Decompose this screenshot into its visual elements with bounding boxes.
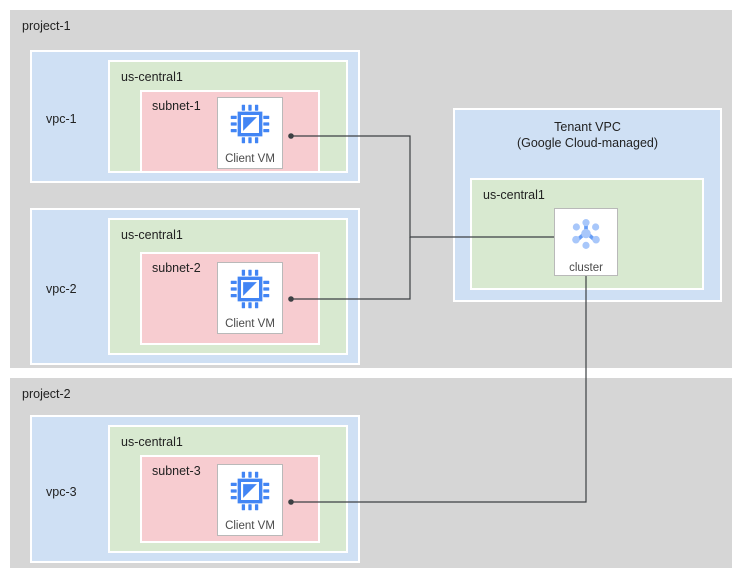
cluster-label: cluster bbox=[569, 262, 603, 274]
project-1-label: project-1 bbox=[22, 19, 71, 33]
project-2-label: project-2 bbox=[22, 387, 71, 401]
client-vm-1-label: Client VM bbox=[225, 153, 275, 165]
vm-chip-icon bbox=[228, 469, 272, 518]
tenant-vpc-title: Tenant VPC (Google Cloud-managed) bbox=[455, 119, 720, 151]
subnet-2-label: subnet-2 bbox=[152, 261, 201, 275]
client-vm-2-node[interactable]: Client VM bbox=[217, 262, 283, 334]
vpc-1-region-label: us-central1 bbox=[121, 70, 183, 84]
cluster-nodes-icon bbox=[565, 213, 607, 260]
subnet-3-label: subnet-3 bbox=[152, 464, 201, 478]
vpc-3-label: vpc-3 bbox=[46, 485, 77, 499]
vpc-3-region-label: us-central1 bbox=[121, 435, 183, 449]
tenant-vpc-title-line1: Tenant VPC bbox=[554, 120, 621, 134]
vpc-1-label: vpc-1 bbox=[46, 112, 77, 126]
vm-chip-icon bbox=[228, 267, 272, 316]
vpc-2-label: vpc-2 bbox=[46, 282, 77, 296]
subnet-1-label: subnet-1 bbox=[152, 99, 201, 113]
client-vm-1-node[interactable]: Client VM bbox=[217, 97, 283, 169]
cluster-node[interactable]: cluster bbox=[554, 208, 618, 276]
client-vm-2-label: Client VM bbox=[225, 318, 275, 330]
tenant-vpc-title-line2: (Google Cloud-managed) bbox=[516, 136, 659, 150]
client-vm-3-label: Client VM bbox=[225, 520, 275, 532]
vm-chip-icon bbox=[228, 102, 272, 151]
tenant-region-label: us-central1 bbox=[483, 188, 545, 202]
client-vm-3-node[interactable]: Client VM bbox=[217, 464, 283, 536]
vpc-2-region-label: us-central1 bbox=[121, 228, 183, 242]
